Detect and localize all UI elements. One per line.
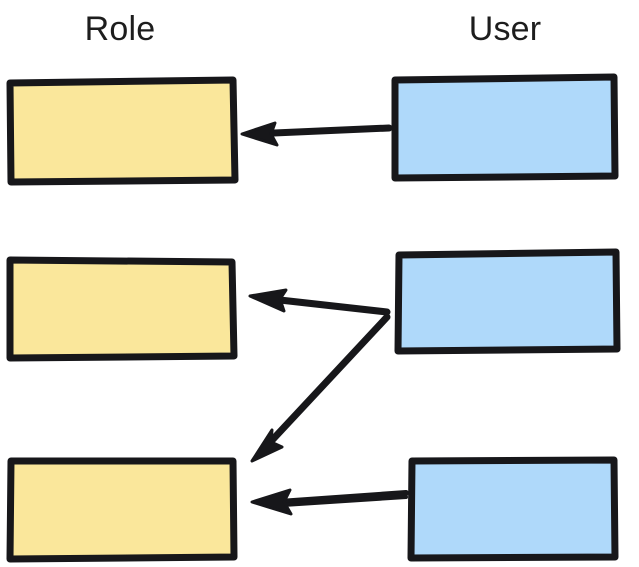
node-dba[interactable]: DBA	[391, 73, 619, 182]
node-role-migration[interactable]: role_migration	[6, 256, 238, 362]
node-shape-dba	[391, 73, 619, 182]
edge-app-to-role-rw	[250, 488, 409, 516]
node-role-superuser[interactable]: role_superuser	[6, 76, 239, 186]
node-shape-role-migration	[6, 256, 238, 362]
node-app[interactable]: app	[407, 456, 619, 562]
column-header-role: Role	[84, 10, 156, 48]
column-header-user: User	[468, 10, 542, 48]
node-shape-role-rw	[6, 457, 238, 563]
node-shape-app	[407, 456, 619, 562]
edge-bytebase-to-role-migration	[248, 288, 391, 316]
node-role-rw[interactable]: role_rw	[6, 457, 238, 563]
edge-bytebase-to-role-rw	[250, 313, 391, 463]
edge-dba-to-role-superuser	[240, 121, 393, 147]
node-shape-bytebase	[394, 248, 621, 355]
node-shape-role-superuser	[6, 76, 239, 186]
node-bytebase[interactable]: bytebase	[394, 248, 621, 355]
